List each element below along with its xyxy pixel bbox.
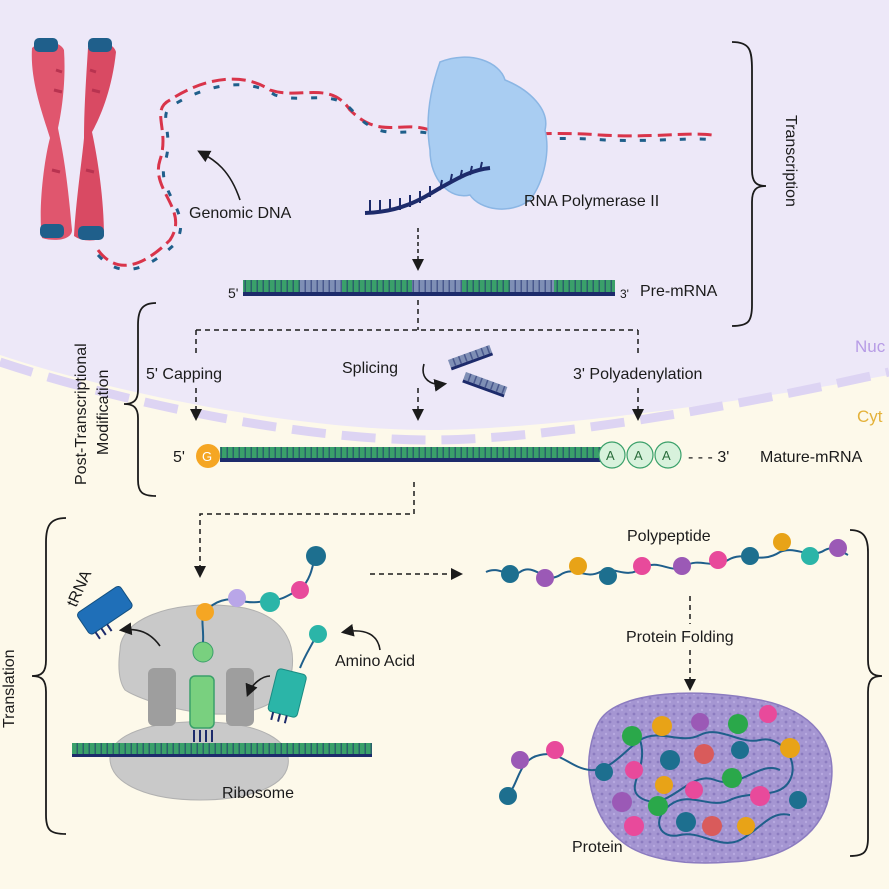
genomic-dna-arrow [197, 150, 241, 201]
amino-acid-label: Amino Acid [335, 653, 415, 670]
mature-3prime: - - - 3' [688, 449, 729, 466]
chromosome [31, 38, 116, 241]
nucleus-region [0, 0, 889, 430]
trna-enter-arrow [245, 675, 271, 697]
genomic-dna-label: Genomic DNA [189, 205, 292, 222]
cap-letter: G [202, 449, 212, 464]
right-bracket [849, 529, 883, 857]
transcription-bracket [731, 41, 767, 327]
polypeptide [485, 533, 849, 587]
post-mod-bracket [123, 302, 157, 497]
cytoplasm-label: Cyt [857, 407, 883, 426]
splicing-arrow [422, 363, 448, 392]
export-arrow [194, 482, 415, 578]
free-trna [77, 585, 133, 640]
spliced-introns [448, 344, 508, 398]
genomic-dna-helix [96, 77, 713, 271]
five-prime-cap [196, 444, 220, 468]
poly-a-tail [598, 441, 682, 469]
mature-mrna [220, 447, 604, 462]
polypeptide-label: Polypeptide [627, 528, 711, 545]
post-mod-label-2: Modification [95, 370, 112, 455]
nascent-peptide [196, 546, 326, 643]
polyadenylation-label: 3' Polyadenylation [573, 366, 702, 383]
mature-5prime: 5' [173, 449, 185, 466]
amino-acid [309, 625, 327, 643]
ribosome-label: Ribosome [222, 785, 294, 802]
capping-label: 5' Capping [146, 366, 222, 383]
post-mod-label-1: Post-Transcriptional [73, 343, 90, 485]
pre-mrna-5prime: 5' [228, 285, 238, 301]
translation-bracket [31, 517, 67, 835]
poly-a-1: A [606, 448, 615, 463]
incoming-trna [267, 668, 307, 724]
translation-mrna [72, 743, 372, 757]
mature-mrna-label: Mature-mRNA [760, 449, 863, 466]
poly-a-2: A [634, 448, 643, 463]
pre-mrna-3prime: 3' [620, 287, 629, 301]
rna-polymerase-label: RNA Polymerase II [524, 193, 659, 210]
folded-protein [499, 692, 833, 864]
protein-label: Protein [572, 839, 623, 856]
nucleus-label: Nuc [855, 337, 886, 356]
transcription-label: Transcription [782, 115, 799, 207]
translation-label: Translation [1, 649, 18, 728]
bound-trna [189, 641, 215, 742]
poly-a-3: A [662, 448, 671, 463]
trna-exit-arrow [118, 622, 161, 647]
amino-acid-arrow [340, 623, 381, 651]
protein-folding-label: Protein Folding [626, 629, 734, 646]
pre-mrna [243, 280, 615, 296]
pre-mrna-label: Pre-mRNA [640, 283, 718, 300]
processing-arrows [190, 300, 644, 421]
splicing-label: Splicing [342, 360, 398, 377]
rna-polymerase [364, 56, 548, 215]
folding-label-bg [620, 624, 760, 648]
